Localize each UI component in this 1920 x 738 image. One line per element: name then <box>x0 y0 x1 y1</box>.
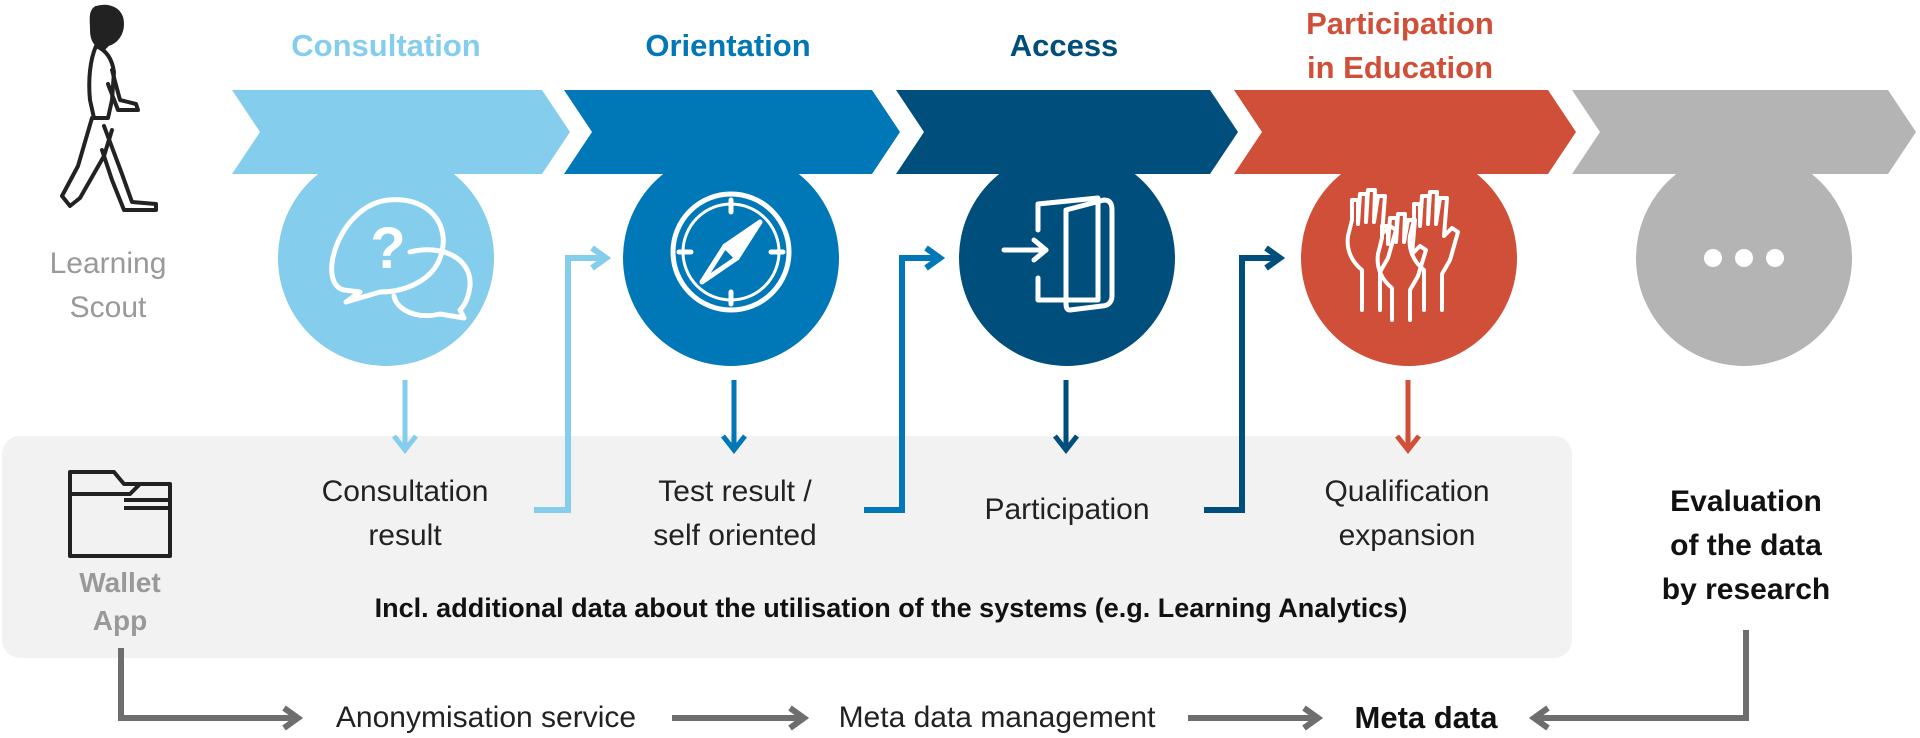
stage-title-access: Access <box>1009 28 1119 63</box>
output-orientation-line2: self oriented <box>653 519 817 552</box>
flow-step-metadata-management: Meta data management <box>838 701 1156 734</box>
stage-title-orientation: Orientation <box>645 28 811 63</box>
circle-participation <box>1301 150 1517 366</box>
stage-title-participation: Participation in Education <box>1240 2 1560 90</box>
evaluation-label-line3: by research <box>1661 573 1831 606</box>
chevron-consultation <box>232 90 570 174</box>
flow-arrow-evaluation-to-metadata <box>1528 630 1749 731</box>
stage-title-participation-line1: Participation <box>1306 6 1494 41</box>
ellipsis-icon <box>1704 249 1784 267</box>
actor-label-line1: Learning <box>49 247 167 280</box>
flow-arrow-metadata-mgmt-to-metadata <box>1188 705 1324 731</box>
output-access-line1: Participation <box>984 493 1150 526</box>
connector-consultation-to-orientation <box>534 245 612 513</box>
stage-title-consultation: Consultation <box>291 28 481 63</box>
output-consultation-line1: Consultation <box>321 475 489 508</box>
circle-orientation <box>623 150 839 366</box>
chevron-participation <box>1234 90 1576 174</box>
wallet-label: Wallet App <box>40 564 200 640</box>
down-arrow-access <box>1053 380 1079 455</box>
chevron-access <box>896 90 1238 174</box>
wallet-label-line2: App <box>92 605 148 636</box>
door-enter-icon <box>1001 195 1115 313</box>
data-panel <box>2 436 1572 658</box>
evaluation-label: Evaluation of the data by research <box>1606 480 1886 612</box>
down-arrow-consultation <box>392 380 418 455</box>
output-orientation-line1: Test result / <box>658 475 812 508</box>
down-arrow-participation <box>1395 380 1421 455</box>
walking-person-icon <box>60 4 158 212</box>
flow-arrow-wallet-to-anonymisation <box>118 648 304 731</box>
output-access: Participation <box>944 488 1190 532</box>
flow-step-metadata: Meta data <box>1354 700 1498 735</box>
output-participation-line1: Qualification <box>1324 475 1490 508</box>
actor-label-line2: Scout <box>69 291 147 324</box>
output-participation: Qualification expansion <box>1284 470 1530 558</box>
compass-icon <box>670 191 792 313</box>
flow-step-anonymisation: Anonymisation service <box>335 701 637 734</box>
down-arrow-orientation <box>721 380 747 455</box>
folder-icon <box>68 470 172 558</box>
speech-bubbles-question-icon: ? <box>329 197 473 321</box>
chevron-evaluation <box>1572 90 1916 174</box>
evaluation-label-line2: of the data <box>1670 529 1822 562</box>
wallet-label-line1: Wallet <box>79 567 161 598</box>
output-consultation: Consultation result <box>282 470 528 558</box>
output-consultation-line2: result <box>368 519 442 552</box>
svg-text:?: ? <box>370 216 405 281</box>
stage-title-participation-line2: in Education <box>1307 50 1493 85</box>
connector-orientation-to-access <box>864 245 946 513</box>
output-orientation: Test result / self oriented <box>612 470 858 558</box>
output-participation-line2: expansion <box>1338 519 1476 552</box>
evaluation-label-line1: Evaluation <box>1670 485 1822 518</box>
flow-arrow-anonymisation-to-metadata-mgmt <box>672 705 810 731</box>
raised-hands-icon <box>1345 188 1460 322</box>
actor-label: Learning Scout <box>28 242 188 330</box>
chevron-orientation <box>564 90 900 174</box>
panel-note: Incl. additional data about the utilisat… <box>374 593 1408 623</box>
connector-access-to-participation <box>1204 245 1286 513</box>
